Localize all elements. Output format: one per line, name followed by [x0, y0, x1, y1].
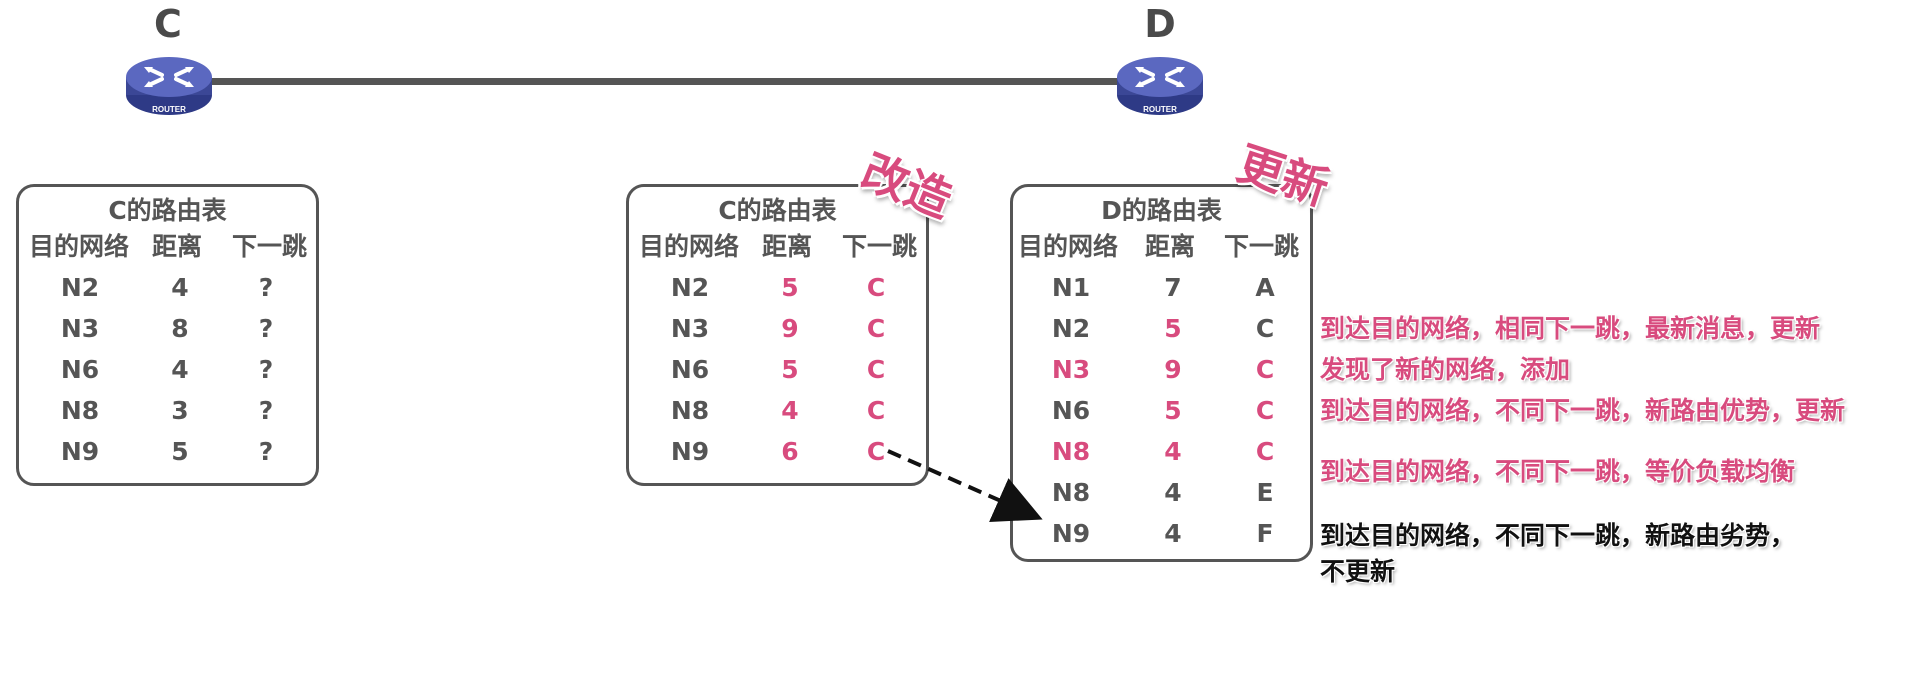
cell-dist: 5 [1164, 396, 1182, 425]
cell-dist: 4 [781, 396, 799, 425]
cell-net: N3 [670, 314, 710, 343]
cell-net: N9 [1051, 519, 1091, 548]
cell-hop: ? [258, 396, 274, 425]
header-distance: 距离 [152, 232, 203, 261]
table-title: D的路由表 [1101, 196, 1222, 225]
cell-dist: 7 [1164, 273, 1182, 302]
cell-net: N8 [670, 396, 710, 425]
note-n9-line1: 到达目的网络，不同下一跳，新路由劣势， [1320, 521, 1796, 550]
cell-hop: C [866, 273, 886, 302]
dashed-arrow [887, 449, 1043, 522]
router-caption: ROUTER [1143, 105, 1177, 114]
cell-hop: C [866, 314, 886, 343]
table-c-original: C的路由表 目的网络 距离 下一跳 N2 4 ? N3 8 ? N6 4 ? N… [16, 184, 319, 486]
header-next-hop: 下一跳 [232, 232, 308, 261]
cell-net: N8 [60, 396, 100, 425]
cell-dist: 4 [1164, 478, 1182, 507]
cell-net: N2 [670, 273, 710, 302]
cell-hop: C [1255, 437, 1275, 466]
cell-net: N3 [1051, 355, 1091, 384]
cell-net: N3 [60, 314, 100, 343]
cell-net: N8 [1051, 437, 1091, 466]
cell-hop: C [1255, 396, 1275, 425]
header-network: 目的网络 [1018, 232, 1119, 261]
cell-dist: 4 [1164, 519, 1182, 548]
note-n8: 到达目的网络，不同下一跳，等价负载均衡 [1320, 457, 1796, 486]
cell-hop: C [866, 437, 886, 466]
cell-hop: ? [258, 437, 274, 466]
cell-dist: 8 [171, 314, 189, 343]
header-distance: 距离 [762, 232, 813, 261]
cell-hop: E [1256, 478, 1274, 507]
router-icon: ROUTER [124, 55, 214, 117]
cell-dist: 9 [1164, 355, 1182, 384]
router-caption: ROUTER [152, 105, 186, 114]
cell-hop: A [1255, 273, 1275, 302]
cell-dist: 4 [171, 273, 189, 302]
cell-net: N6 [1051, 396, 1091, 425]
cell-net: N2 [1051, 314, 1091, 343]
cell-net: N6 [670, 355, 710, 384]
table-title: C的路由表 [718, 196, 837, 225]
cell-hop: C [1255, 314, 1275, 343]
table-c-modified: C的路由表 目的网络 距离 下一跳 N2 5 C N3 9 C N6 5 C N… [626, 184, 929, 486]
cell-dist: 4 [171, 355, 189, 384]
cell-net: N2 [60, 273, 100, 302]
cell-hop: C [866, 396, 886, 425]
cell-net: N6 [60, 355, 100, 384]
cell-net: N9 [670, 437, 710, 466]
cell-hop: ? [258, 273, 274, 302]
cell-dist: 6 [781, 437, 799, 466]
table-title: C的路由表 [108, 196, 227, 225]
cell-dist: 5 [781, 355, 799, 384]
router-icon: ROUTER [1115, 55, 1205, 117]
cell-dist: 9 [781, 314, 799, 343]
header-network: 目的网络 [29, 232, 130, 261]
router-c-label: C [154, 2, 182, 46]
header-network: 目的网络 [639, 232, 740, 261]
table-d: D的路由表 目的网络 距离 下一跳 N1 7 A N2 5 C N3 9 C N… [1010, 184, 1313, 562]
header-next-hop: 下一跳 [1224, 232, 1300, 261]
cell-hop: C [866, 355, 886, 384]
cell-net: N1 [1051, 273, 1091, 302]
note-n9-line2: 不更新 [1320, 557, 1396, 586]
cell-net: N8 [1051, 478, 1091, 507]
cell-hop: ? [258, 355, 274, 384]
cell-dist: 3 [171, 396, 189, 425]
cell-hop: F [1256, 519, 1274, 548]
header-next-hop: 下一跳 [842, 232, 918, 261]
note-n2: 到达目的网络，相同下一跳，最新消息，更新 [1320, 314, 1821, 343]
cell-hop: C [1255, 355, 1275, 384]
note-n6: 到达目的网络，不同下一跳，新路由优势，更新 [1320, 396, 1846, 425]
header-distance: 距离 [1145, 232, 1196, 261]
cell-dist: 5 [1164, 314, 1182, 343]
cell-hop: ? [258, 314, 274, 343]
cell-dist: 5 [171, 437, 189, 466]
cell-net: N9 [60, 437, 100, 466]
note-n3: 发现了新的网络，添加 [1320, 355, 1571, 384]
link-c-d [190, 78, 1150, 85]
cell-dist: 5 [781, 273, 799, 302]
router-d-label: D [1144, 2, 1176, 46]
cell-dist: 4 [1164, 437, 1182, 466]
